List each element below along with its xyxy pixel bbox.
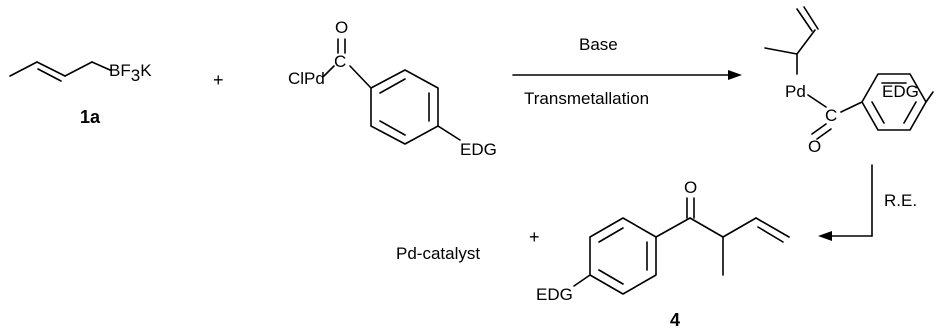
palladium-catalyst: Pd-catalyst — [396, 244, 480, 263]
vinyl-double-bond — [757, 226, 784, 243]
compound-label-1a: 1a — [80, 107, 101, 127]
bond — [655, 217, 691, 238]
intermediate-edg: EDG — [882, 82, 919, 101]
vinyl-double-bond — [803, 6, 819, 30]
transmetallation-arrow: Base Transmetallation — [512, 35, 742, 108]
bond — [573, 274, 591, 287]
bond — [437, 125, 461, 141]
step-reductive-elimination: R.E. — [884, 191, 917, 210]
intermediate-palladium: Pd — [785, 82, 806, 101]
intermediate-carbonyl-oxygen: O — [808, 137, 821, 156]
benzene-ring — [370, 69, 439, 145]
aromatic-inner-bond — [598, 227, 624, 243]
carbonyl-bond — [816, 128, 832, 140]
aroyl-palladium-complex: O C ClPd EDG — [288, 18, 497, 159]
plus-sign: + — [213, 70, 224, 90]
arrowhead — [818, 231, 832, 241]
crotyl-trifluoroborate: BF3K 1a — [9, 61, 152, 127]
double-bond-line — [37, 68, 62, 82]
carbonyl-bond — [811, 123, 827, 135]
aromatic-inner-bond — [379, 78, 406, 94]
bond — [689, 217, 724, 238]
bond — [796, 29, 816, 55]
bond — [722, 217, 757, 238]
step-transmetallation: Transmetallation — [524, 89, 649, 108]
reductive-elimination-arrow: R.E. — [818, 164, 917, 241]
vinyl-bond — [755, 217, 790, 238]
edg-substituent: EDG — [460, 140, 497, 159]
ketone-product: EDG O 4 — [536, 178, 790, 330]
bond — [323, 65, 335, 77]
bond — [764, 47, 798, 55]
carbonyl-carbon: C — [334, 52, 346, 71]
product-carbonyl-oxygen: O — [684, 178, 697, 197]
arrowhead — [728, 70, 742, 80]
bond — [349, 65, 372, 89]
bond — [36, 61, 66, 77]
bond — [64, 61, 93, 77]
bond — [925, 91, 934, 103]
bond — [840, 101, 863, 113]
reagent-base: Base — [579, 35, 618, 54]
intermediate-carbonyl-carbon: C — [825, 106, 837, 125]
aromatic-inner-bond — [903, 101, 917, 124]
palladium-chloride: ClPd — [288, 69, 325, 88]
aromatic-inner-bond — [598, 269, 624, 285]
bond — [9, 61, 38, 77]
palladium-intermediate: Pd C O EDG — [764, 6, 934, 156]
aromatic-inner-bond — [871, 101, 885, 124]
borate-label: BF3K — [109, 61, 152, 85]
product-edg: EDG — [536, 285, 573, 304]
benzene-ring — [589, 217, 657, 295]
carbonyl-oxygen: O — [335, 18, 348, 37]
plus-sign: + — [529, 227, 540, 247]
bond — [91, 61, 111, 71]
vinyl-double-bond — [796, 8, 813, 32]
bond — [807, 94, 827, 108]
compound-label-4: 4 — [670, 310, 680, 330]
aromatic-inner-bond — [379, 120, 406, 136]
